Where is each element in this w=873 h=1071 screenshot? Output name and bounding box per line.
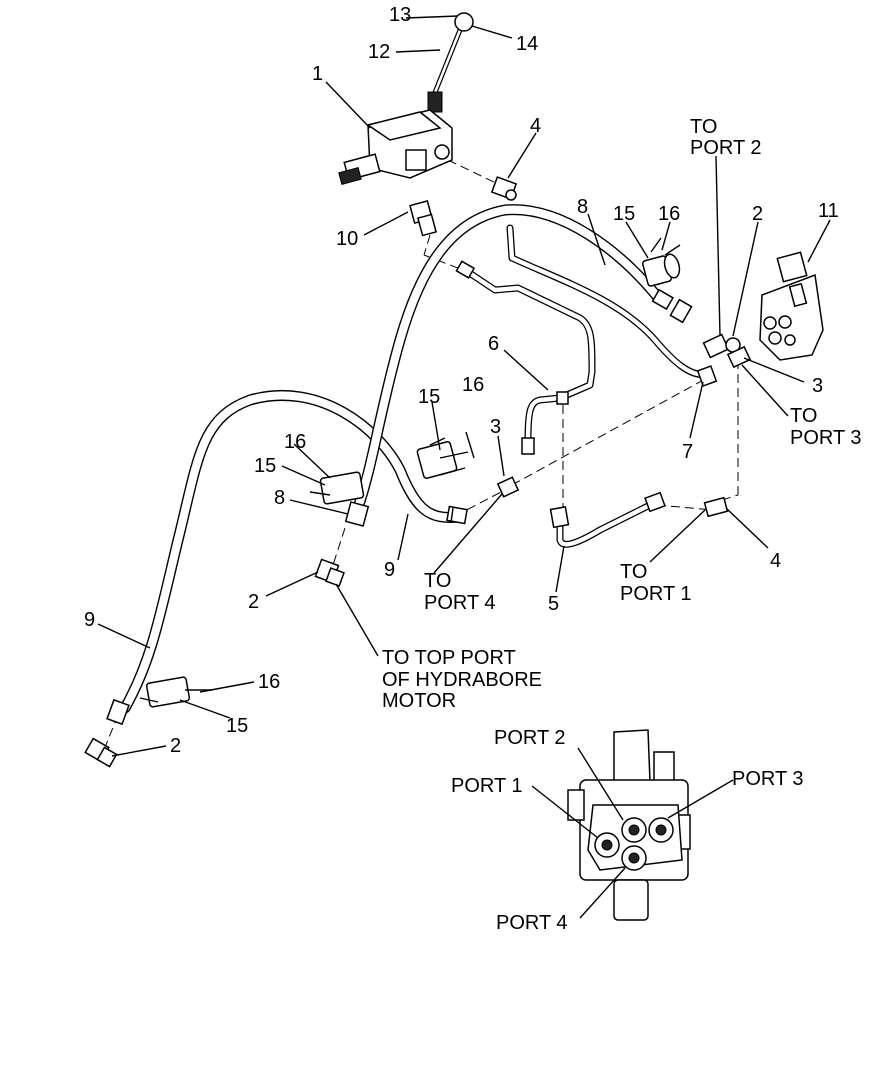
callout-4-bottom: 4 <box>770 550 781 572</box>
valve-item-11 <box>759 251 824 361</box>
port-1-label: PORT 1 <box>451 775 523 797</box>
hose-item-9-lower <box>119 389 464 714</box>
dashed-centerlines <box>105 159 739 746</box>
note-hydrabore-line3: MOTOR <box>382 690 456 712</box>
callout-9-mid: 9 <box>384 559 395 581</box>
clamps <box>139 237 681 708</box>
callout-13: 13 <box>389 4 411 26</box>
callout-4-top: 4 <box>530 115 541 137</box>
note-to-port2-line2: PORT 2 <box>690 137 762 159</box>
tube-item-5 <box>556 501 654 548</box>
callout-16-left: 16 <box>284 431 306 453</box>
note-to-port4-line2: PORT 4 <box>424 592 496 614</box>
callout-numbers: 1 12 13 14 4 10 8 15 16 2 11 3 6 7 3 15 … <box>84 4 839 757</box>
note-to-port2-line1: TO <box>690 116 717 138</box>
port-2-label: PORT 2 <box>494 727 566 749</box>
callout-15-mid: 15 <box>418 386 440 408</box>
leader-lines <box>97 15 831 919</box>
note-to-port1-line1: TO <box>620 561 647 583</box>
callout-11: 11 <box>818 200 839 222</box>
tube-item-7 <box>506 224 712 379</box>
callout-14: 14 <box>516 33 538 55</box>
callout-8-top: 8 <box>577 196 588 218</box>
callout-3-right: 3 <box>812 375 823 397</box>
callout-7: 7 <box>682 441 693 463</box>
tube-item-6 <box>461 266 596 444</box>
callout-8-left: 8 <box>274 487 285 509</box>
port-3-label: PORT 3 <box>732 768 804 790</box>
callout-16-bottom: 16 <box>258 671 280 693</box>
note-to-port4-line1: TO <box>424 570 451 592</box>
callout-2-right: 2 <box>752 203 763 225</box>
callout-15-top: 15 <box>613 203 635 225</box>
callout-16-mid: 16 <box>462 374 484 396</box>
callout-5: 5 <box>548 593 559 615</box>
note-hydrabore-line2: OF HYDRABORE <box>382 669 542 691</box>
callout-2-mid: 2 <box>248 591 259 613</box>
callout-9-left: 9 <box>84 609 95 631</box>
port-labels: PORT 2 PORT 1 PORT 3 PORT 4 <box>451 727 804 934</box>
routing-notes: TO PORT 2 TO PORT 3 TO PORT 4 TO PORT 1 … <box>382 116 862 712</box>
callout-12: 12 <box>368 41 390 63</box>
note-hydrabore-line1: TO TOP PORT <box>382 647 516 669</box>
note-to-port3-line1: TO <box>790 405 817 427</box>
valve-port-view <box>567 729 691 921</box>
callout-6: 6 <box>488 333 499 355</box>
callout-15-left: 15 <box>254 455 276 477</box>
fittings <box>84 176 752 768</box>
control-valve-item-1 <box>338 12 474 185</box>
callout-2-bottom: 2 <box>170 735 181 757</box>
note-to-port1-line2: PORT 1 <box>620 583 692 605</box>
callout-10: 10 <box>336 228 358 250</box>
note-to-port3-line2: PORT 3 <box>790 427 862 449</box>
hose-item-8-long <box>351 204 666 516</box>
callout-1: 1 <box>312 63 323 85</box>
port-4-label: PORT 4 <box>496 912 568 934</box>
callout-16-top: 16 <box>658 203 680 225</box>
callout-3-mid: 3 <box>490 416 501 438</box>
callout-15-bottom: 15 <box>226 715 248 737</box>
